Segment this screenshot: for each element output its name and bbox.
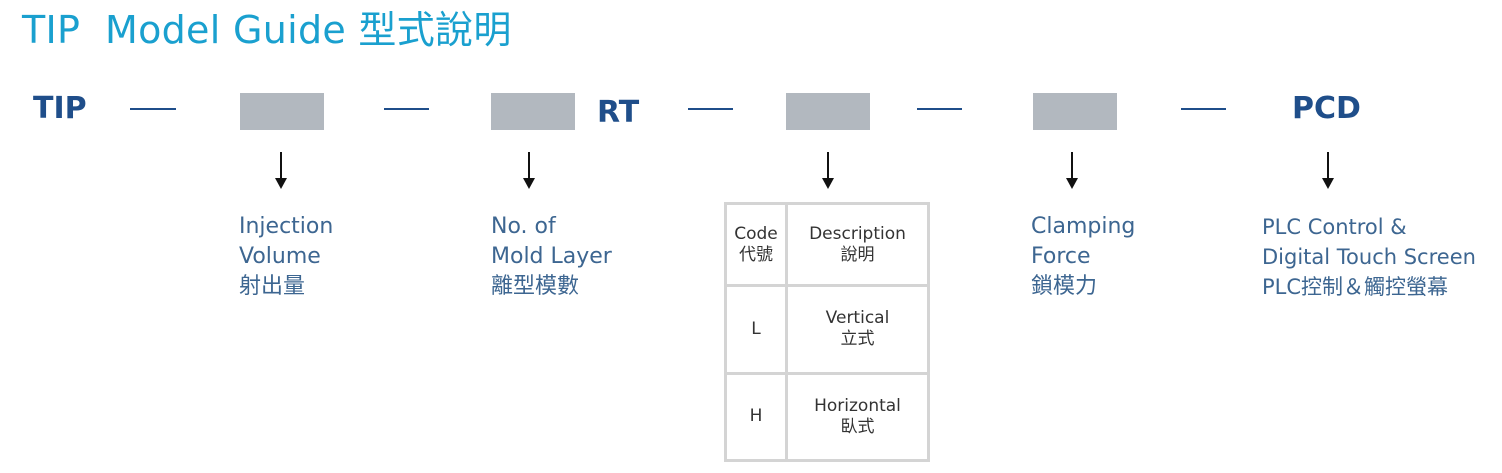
placeholder-box-clamping-force [1033, 93, 1117, 130]
placeholder-box-injection-volume [240, 93, 324, 130]
field-description-clamping-force: Clamping Force 鎖模力 [1031, 214, 1136, 299]
field-description-plc-control: PLC Control & Digital Touch Screen PLC控制… [1262, 215, 1476, 299]
code-middle: RT [597, 95, 640, 130]
page-title: TIP Model Guide 型式說明 [22, 8, 512, 52]
placeholder-box-orientation [786, 93, 870, 130]
table-cell-code: H [724, 371, 788, 462]
field-description-mold-layer: No. of Mold Layer 離型模數 [491, 214, 612, 299]
down-arrow-icon [273, 152, 289, 190]
code-prefix: TIP [33, 91, 87, 126]
down-arrow-icon [521, 152, 537, 190]
placeholder-box-mold-layer [491, 93, 575, 130]
table-header-description: Description 說明 [785, 202, 930, 287]
code-suffix: PCD [1292, 91, 1361, 126]
separator-dash [1181, 108, 1226, 110]
separator-dash [917, 108, 962, 110]
down-arrow-icon [1064, 152, 1080, 190]
separator-dash [384, 108, 429, 110]
down-arrow-icon [1320, 152, 1336, 190]
table-header-row: Code 代號 Description 說明 [724, 202, 930, 287]
separator-dash [688, 108, 733, 110]
table-row: L Vertical 立式 [724, 284, 930, 375]
table-header-code: Code 代號 [724, 202, 788, 287]
table-cell-description: Horizontal 臥式 [785, 371, 930, 462]
table-cell-code: L [724, 284, 788, 375]
down-arrow-icon [820, 152, 836, 190]
separator-dash [130, 108, 176, 110]
table-cell-description: Vertical 立式 [785, 284, 930, 375]
table-row: H Horizontal 臥式 [724, 371, 930, 462]
orientation-code-table: Code 代號 Description 說明 L Vertical 立式 H H… [724, 202, 930, 462]
field-description-injection-volume: Injection Volume 射出量 [239, 214, 334, 299]
